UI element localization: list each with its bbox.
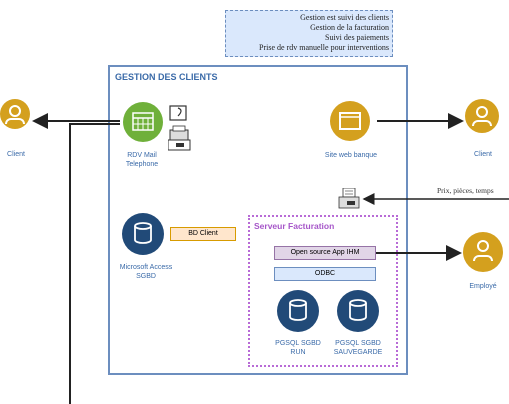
database-icon	[337, 290, 379, 332]
document-icon	[338, 188, 360, 209]
gestion-clients-container	[108, 65, 408, 375]
access-label: Microsoft Access SGBD	[108, 263, 184, 281]
note-line: Gestion est suivi des clients	[300, 13, 389, 22]
phone-fax-icon	[168, 105, 191, 151]
container-title: GESTION DES CLIENTS	[115, 72, 218, 82]
app-ihm-box: Open source App IHM	[274, 246, 376, 260]
client-left-label: Client	[7, 151, 25, 158]
edge-prix-label: Prix, pièces, temps	[437, 186, 494, 195]
note-line: Gestion de la facturation	[310, 23, 389, 32]
note-line: Suivi des paiements	[325, 33, 389, 42]
note-line: Prise de rdv manuelle pour interventions	[259, 43, 389, 52]
calendar-icon	[123, 102, 163, 142]
rdv-label-line2: Telephone	[125, 161, 159, 168]
pgsql-run-line2: RUN	[290, 349, 306, 356]
database-icon	[122, 213, 164, 255]
client-right-icon	[465, 99, 499, 133]
pgsql-save-label: PGSQL SGBD SAUVEGARDE	[322, 339, 394, 357]
serveur-facturation-title: Serveur Facturation	[254, 221, 335, 231]
edge-rdv-down	[69, 123, 120, 404]
site-web-label: Site web banque	[324, 152, 378, 159]
requirements-note: Gestion est suivi des clients Gestion de…	[225, 10, 393, 57]
pgsql-run-label: PGSQL SGBD RUN	[263, 339, 333, 357]
client-right-label: Client	[474, 151, 492, 158]
access-label-line2: SGBD	[136, 273, 156, 280]
rdv-label-line1: RDV Mail	[127, 152, 157, 159]
bd-client-box: BD Client	[170, 227, 236, 241]
client-left-icon	[0, 99, 30, 129]
database-icon	[277, 290, 319, 332]
pgsql-run-line1: PGSQL SGBD	[275, 340, 321, 347]
employe-label: Employé	[469, 283, 497, 290]
rdv-label: RDV Mail Telephone	[112, 151, 172, 169]
access-label-line1: Microsoft Access	[119, 264, 173, 271]
employe-icon	[463, 232, 503, 272]
pgsql-save-line1: PGSQL SGBD	[335, 340, 381, 347]
serveur-facturation-container	[248, 215, 398, 367]
odbc-box: ODBC	[274, 267, 376, 281]
pgsql-save-line2: SAUVEGARDE	[333, 349, 383, 356]
web-site-icon	[330, 101, 370, 141]
